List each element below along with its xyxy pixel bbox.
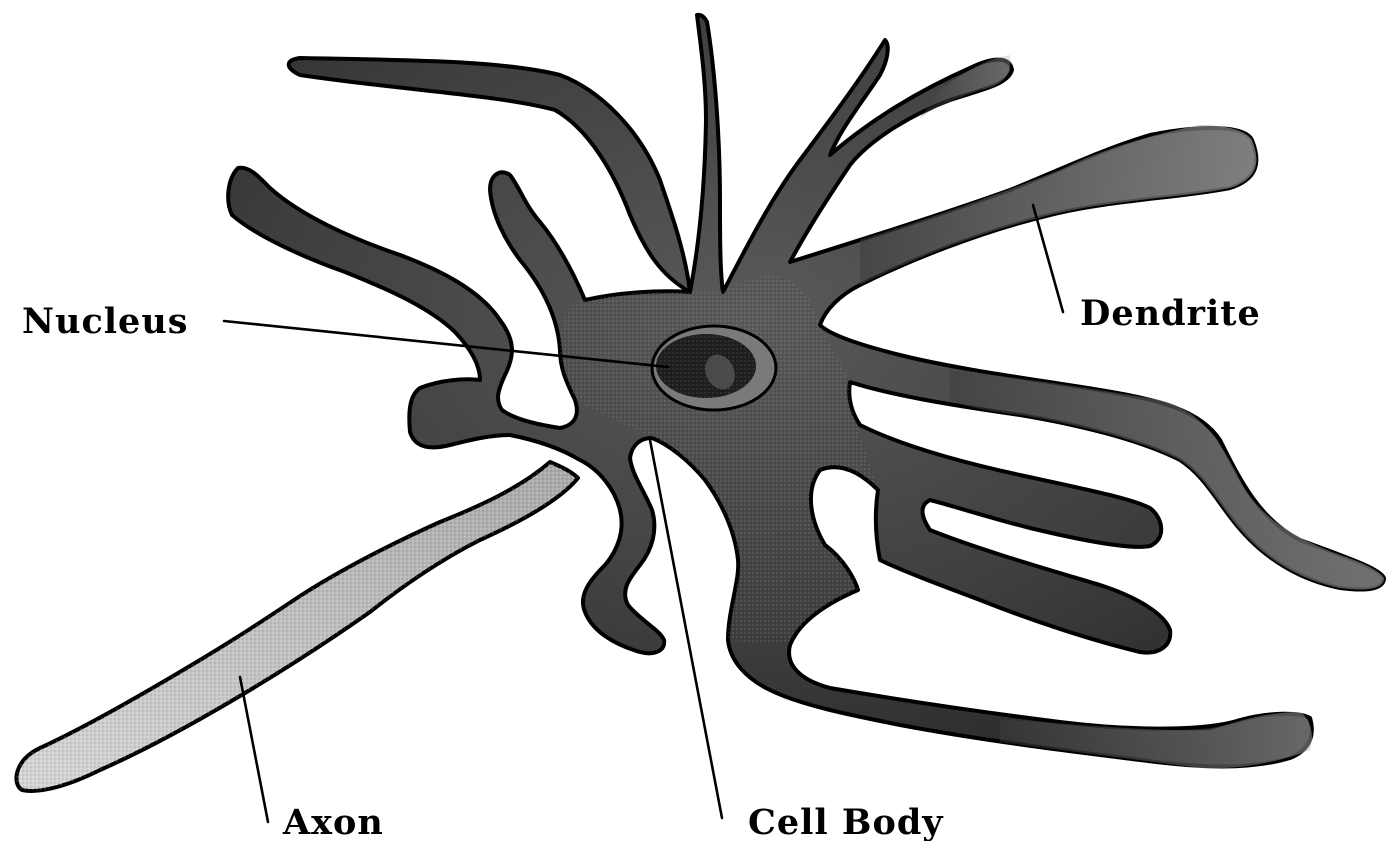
axon-label: Axon bbox=[282, 802, 384, 841]
nucleus-label: Nucleus bbox=[22, 301, 188, 342]
axon-leader-line bbox=[240, 677, 268, 822]
cell-body-label: Cell Body bbox=[748, 802, 944, 841]
cell-body-leader-line bbox=[650, 440, 722, 818]
dendrite-shape bbox=[860, 125, 1256, 285]
neuron-cell bbox=[16, 15, 1384, 791]
dendrite-leader-line bbox=[1033, 205, 1063, 312]
nucleus-shape bbox=[652, 326, 776, 410]
dendrite-label: Dendrite bbox=[1080, 293, 1261, 334]
